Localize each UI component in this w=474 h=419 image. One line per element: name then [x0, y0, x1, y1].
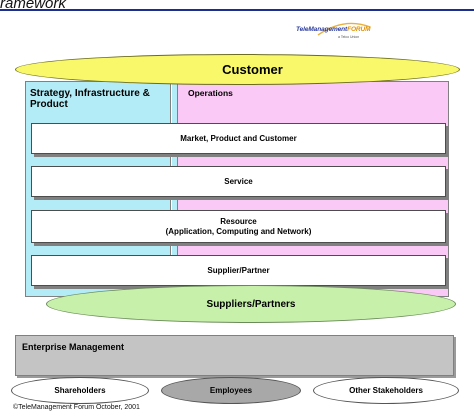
customer-ellipse: Customer — [15, 54, 460, 85]
strategy-infrastructure-product-label: Strategy, Infrastructure & Product — [30, 88, 150, 110]
logo-text: TeleManagementFORUM — [296, 26, 371, 33]
enterprise-management-band — [15, 335, 454, 376]
suppliers-partners-label: Suppliers/Partners — [206, 298, 296, 310]
logo-subtitle: a Telco Union — [338, 35, 360, 39]
service-layer: Service — [31, 166, 446, 197]
title-rule — [0, 9, 474, 11]
supplier-partner-label: Supplier/Partner — [207, 265, 270, 275]
employees-ellipse: Employees — [161, 377, 301, 404]
other-stakeholders-label: Other Stakeholders — [349, 386, 423, 395]
tmforum-logo: TeleManagementFORUM a Telco Union — [296, 22, 382, 44]
market-product-customer-layer: Market, Product and Customer — [31, 123, 446, 154]
logo-swoosh-icon — [317, 22, 371, 36]
copyright-notice: ©TeleManagement Forum October, 2001 — [13, 404, 140, 411]
other-stakeholders-ellipse: Other Stakeholders — [313, 377, 459, 404]
enterprise-management-label: Enterprise Management — [22, 342, 125, 352]
customer-label: Customer — [222, 62, 283, 77]
shareholders-ellipse: Shareholders — [11, 377, 149, 404]
service-label: Service — [224, 176, 253, 186]
supplier-partner-layer: Supplier/Partner — [31, 255, 446, 286]
operations-label: Operations — [188, 88, 233, 98]
logo-text-accent: FORUM — [347, 26, 371, 33]
suppliers-partners-ellipse: Suppliers/Partners — [46, 285, 456, 323]
market-product-customer-label: Market, Product and Customer — [180, 133, 297, 143]
resource-sublabel: (Application, Computing and Network) — [165, 226, 312, 236]
resource-layer: Resource (Application, Computing and Net… — [31, 210, 446, 243]
resource-label: Resource — [220, 216, 257, 226]
employees-label: Employees — [209, 386, 253, 395]
shareholders-label: Shareholders — [54, 386, 106, 395]
logo-text-main: TeleManagement — [296, 26, 348, 33]
